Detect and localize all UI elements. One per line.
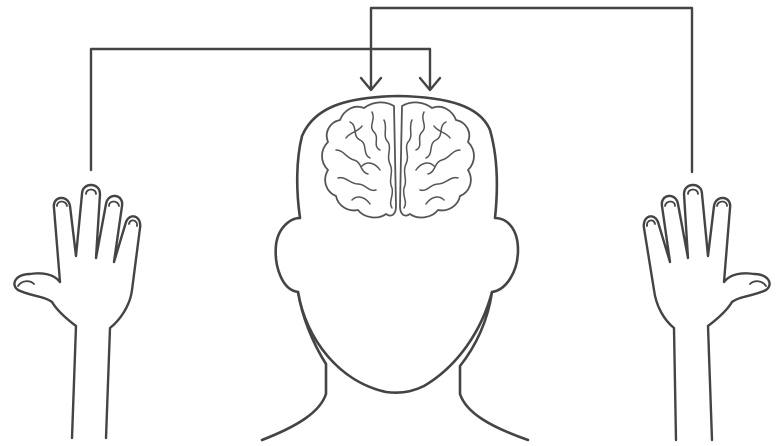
brain-left-folds [336, 112, 392, 208]
left-hand-outline [14, 185, 140, 438]
brain-right-folds [404, 112, 460, 208]
right-hand-icon [644, 185, 770, 440]
brain-icon [322, 102, 474, 217]
brain-right-hemisphere [400, 102, 474, 217]
left-hand-icon [14, 185, 140, 438]
left-thumb-nail [18, 281, 34, 286]
brain-left-hemisphere [322, 102, 396, 217]
left-hand-connector-line [91, 49, 430, 170]
right-thumb-nail [750, 281, 766, 286]
right-hand-outline [644, 185, 770, 440]
